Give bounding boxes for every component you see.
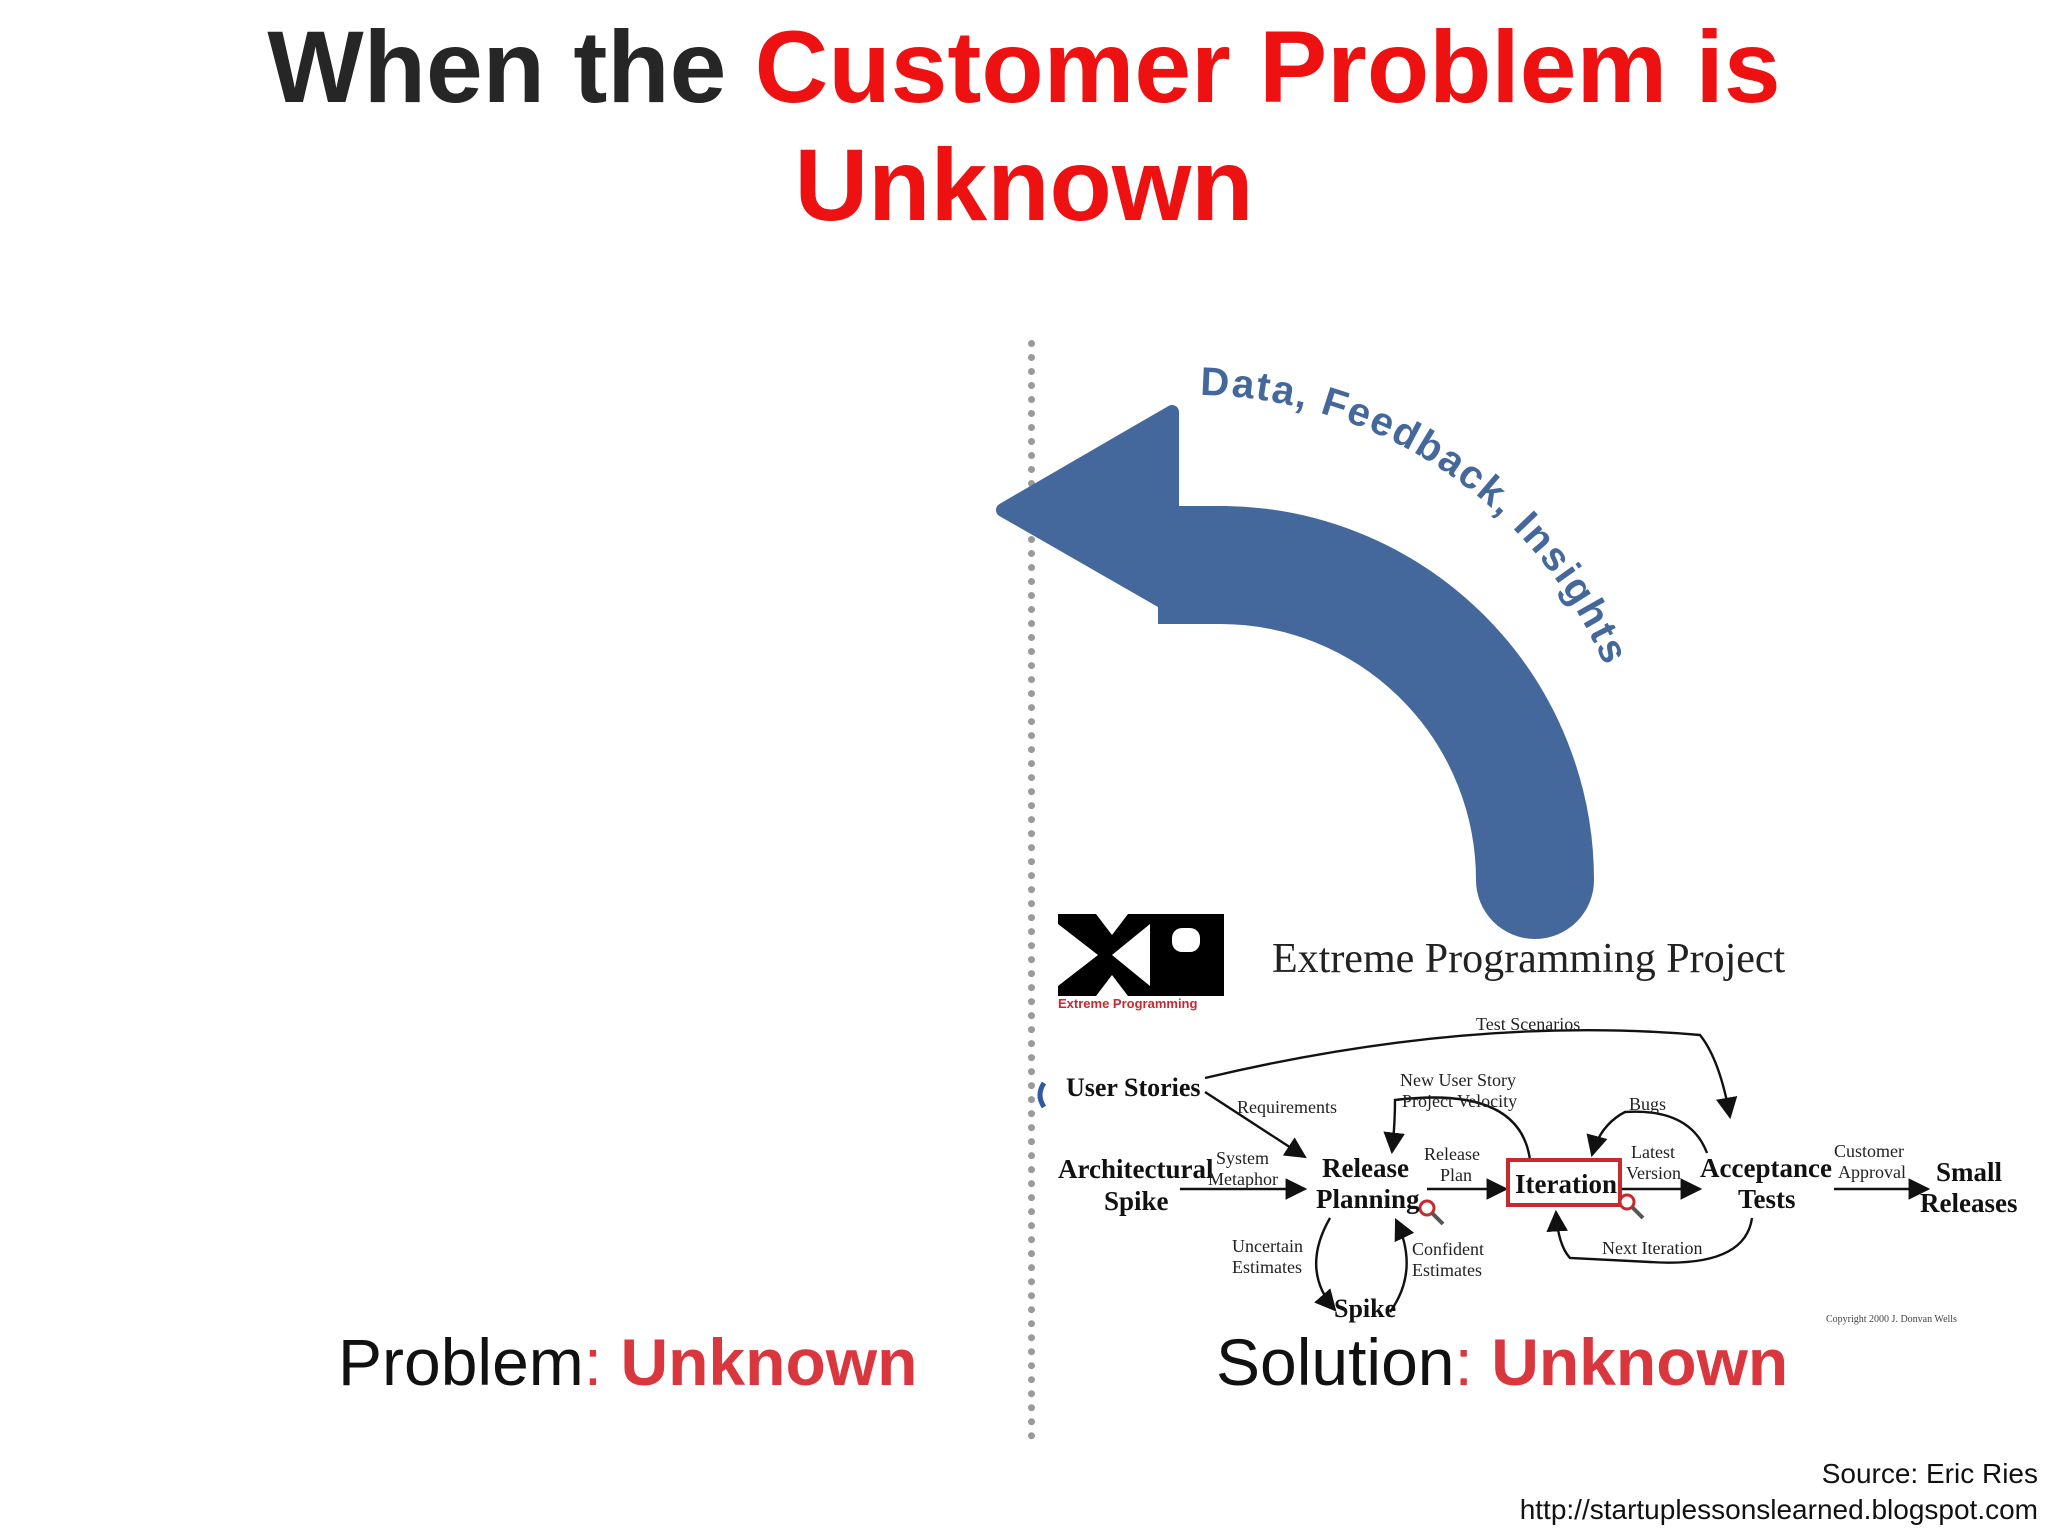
problem-word: Problem <box>338 1325 584 1399</box>
label-release: Release <box>1424 1144 1480 1164</box>
node-release: Release <box>1322 1153 1409 1183</box>
problem-label: Problem: Unknown <box>338 1322 917 1402</box>
label-next-iteration: Next Iteration <box>1602 1238 1702 1258</box>
xp-edges <box>1180 1029 1931 1313</box>
label-requirements: Requirements <box>1237 1097 1337 1117</box>
node-planning: Planning <box>1316 1184 1420 1214</box>
source-credit: Source: Eric Ries http://startuplessonsl… <box>1520 1456 2038 1528</box>
label-estimates-uncertain: Estimates <box>1232 1257 1302 1277</box>
feedback-arrow <box>996 405 1594 939</box>
edge-uncertain-estimates <box>1314 1217 1337 1312</box>
label-new-user-story: New User Story <box>1400 1070 1516 1090</box>
label-customer: Customer <box>1834 1141 1904 1161</box>
label-metaphor: Metaphor <box>1208 1169 1278 1189</box>
source-url: http://startuplessonslearned.blogspot.co… <box>1519 1494 2038 1525</box>
label-confident: Confident <box>1412 1239 1484 1259</box>
node-spike: Spike <box>1334 1294 1396 1323</box>
label-plan: Plan <box>1440 1165 1472 1185</box>
iteration-box <box>1506 1158 1622 1207</box>
xp-logo-caption: Extreme Programming <box>1058 996 1197 1011</box>
node-architectural: Architectural <box>1058 1154 1214 1184</box>
label-test-scenarios: Test Scenarios <box>1476 1014 1580 1034</box>
magnifier-icon-2 <box>1618 1193 1645 1220</box>
label-latest: Latest <box>1631 1142 1675 1162</box>
blue-bracket-icon <box>1037 1081 1047 1109</box>
node-acceptance: Acceptance <box>1700 1153 1832 1183</box>
magnifier-icon <box>1418 1199 1445 1226</box>
label-system: System <box>1216 1148 1269 1168</box>
edge-new-user-story <box>1383 1096 1532 1161</box>
problem-value: Unknown <box>620 1325 918 1399</box>
node-user-stories: User Stories <box>1066 1073 1201 1102</box>
problem-colon: : <box>583 1325 603 1399</box>
node-iteration: Iteration <box>1515 1169 1617 1199</box>
edge-next-iteration <box>1546 1209 1754 1264</box>
source-author: Source: Eric Ries <box>1821 1458 2038 1489</box>
solution-colon: : <box>1454 1325 1473 1399</box>
node-architectural-spike: Spike <box>1104 1186 1169 1216</box>
title-part-dark: When the <box>267 10 755 124</box>
edge-test-scenarios <box>1204 1029 1738 1120</box>
label-uncertain: Uncertain <box>1232 1236 1303 1256</box>
node-small: Small <box>1936 1157 2003 1187</box>
edge-confident-estimates <box>1389 1218 1415 1313</box>
xp-logo: Extreme Programming <box>1058 914 1224 1011</box>
xp-edge-labels: Test Scenarios Requirements New User Sto… <box>1208 1014 1906 1280</box>
edge-bugs <box>1586 1110 1709 1158</box>
label-estimates-confident: Estimates <box>1412 1260 1482 1280</box>
dotted-divider <box>1028 340 1035 1440</box>
solution-label: Solution: Unknown <box>1216 1322 1788 1402</box>
xp-nodes: User Stories Architectural Spike Release… <box>1058 1073 2017 1323</box>
label-version: Version <box>1626 1163 1681 1183</box>
xp-copyright: Copyright 2000 J. Donvan Wells <box>1826 1314 1957 1325</box>
node-tests: Tests <box>1738 1184 1796 1214</box>
title-part-red: Customer Problem is <box>754 10 1781 124</box>
feedback-arrow-neck <box>1158 506 1228 624</box>
solution-word: Solution <box>1216 1325 1455 1399</box>
title-part-red-2: Unknown <box>794 128 1254 242</box>
solution-value: Unknown <box>1491 1325 1789 1399</box>
edge-requirements <box>1204 1090 1307 1159</box>
slide-title: When the Customer Problem is Unknown <box>0 8 2048 244</box>
feedback-arrow-head <box>996 405 1179 614</box>
label-bugs: Bugs <box>1629 1094 1666 1114</box>
xp-heading: Extreme Programming Project <box>1272 936 1786 982</box>
feedback-arrow-shaft <box>1161 506 1594 939</box>
label-approval: Approval <box>1838 1162 1906 1182</box>
label-project-velocity: Project Velocity <box>1402 1091 1517 1111</box>
node-releases: Releases <box>1920 1188 2017 1218</box>
